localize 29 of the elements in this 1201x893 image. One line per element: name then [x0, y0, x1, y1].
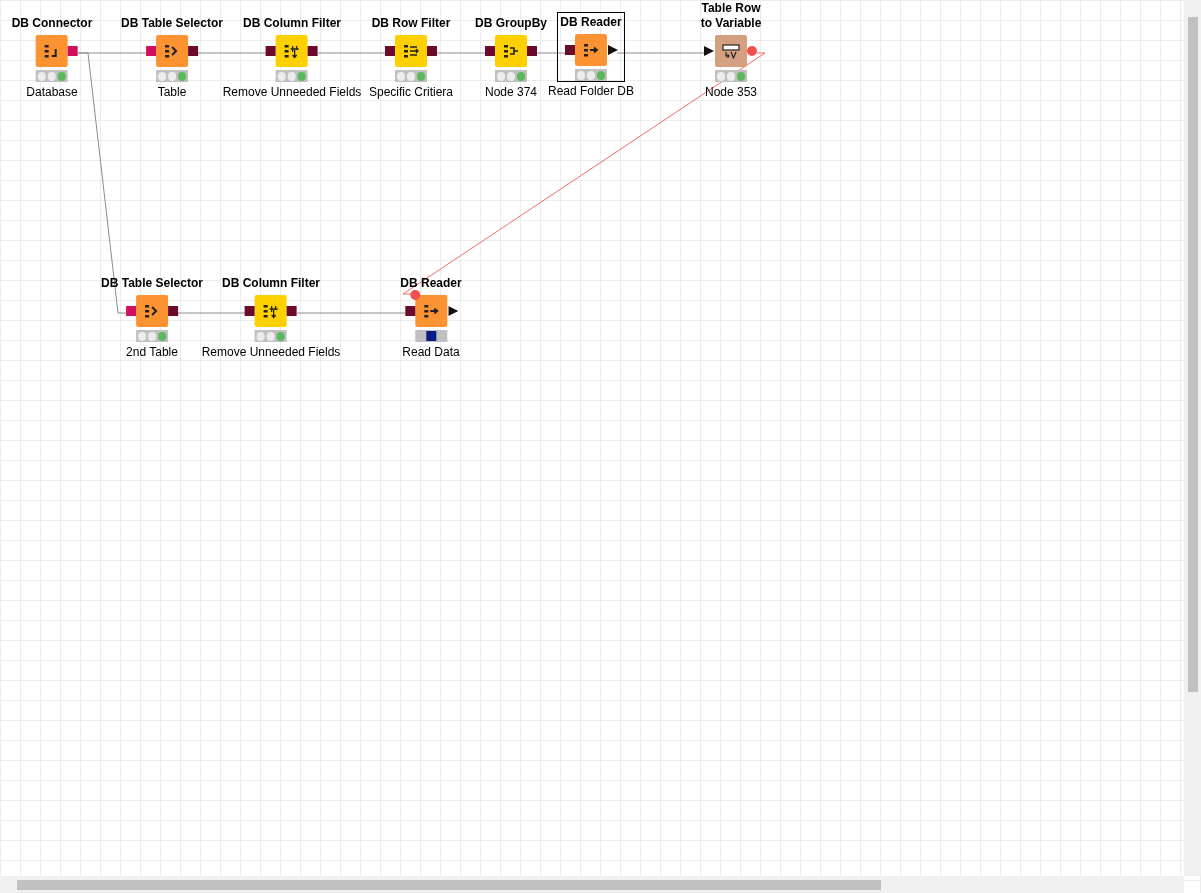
- node-title: DB Row Filter: [371, 16, 451, 31]
- node-label: Remove Unneeded Fields: [221, 85, 363, 100]
- node-title: Table Row to Variable: [699, 1, 763, 31]
- node-label: Node 353: [703, 85, 758, 100]
- node-title: DB Reader: [400, 276, 462, 291]
- node-label: Specific Critiera: [368, 85, 454, 100]
- node-label: Database: [25, 85, 79, 100]
- connection-line: [436, 52, 486, 54]
- node-label: Node 374: [483, 85, 538, 100]
- connection-line: [77, 52, 127, 314]
- connection-line: [402, 52, 766, 295]
- node-label: Table: [156, 85, 188, 100]
- node-title: DB Column Filter: [243, 16, 341, 31]
- node-title: DB Column Filter: [222, 276, 320, 291]
- node-title: DB Reader: [560, 15, 622, 30]
- connection-line: [177, 312, 246, 314]
- connection-line: [536, 52, 566, 54]
- node-label: 2nd Table: [125, 345, 179, 360]
- node-label: Read Data: [401, 345, 461, 360]
- connection-line: [296, 312, 406, 314]
- node-title: DB Table Selector: [121, 16, 223, 31]
- connection-line: [197, 52, 267, 54]
- node-title: DB GroupBy: [475, 16, 547, 31]
- connection-line: [317, 52, 386, 54]
- connection-line: [616, 52, 706, 54]
- node-title: DB Connector: [11, 16, 93, 31]
- node-title: DB Table Selector: [101, 276, 203, 291]
- node-label: Read Folder DB: [547, 84, 635, 99]
- node-label: Remove Unneeded Fields: [200, 345, 342, 360]
